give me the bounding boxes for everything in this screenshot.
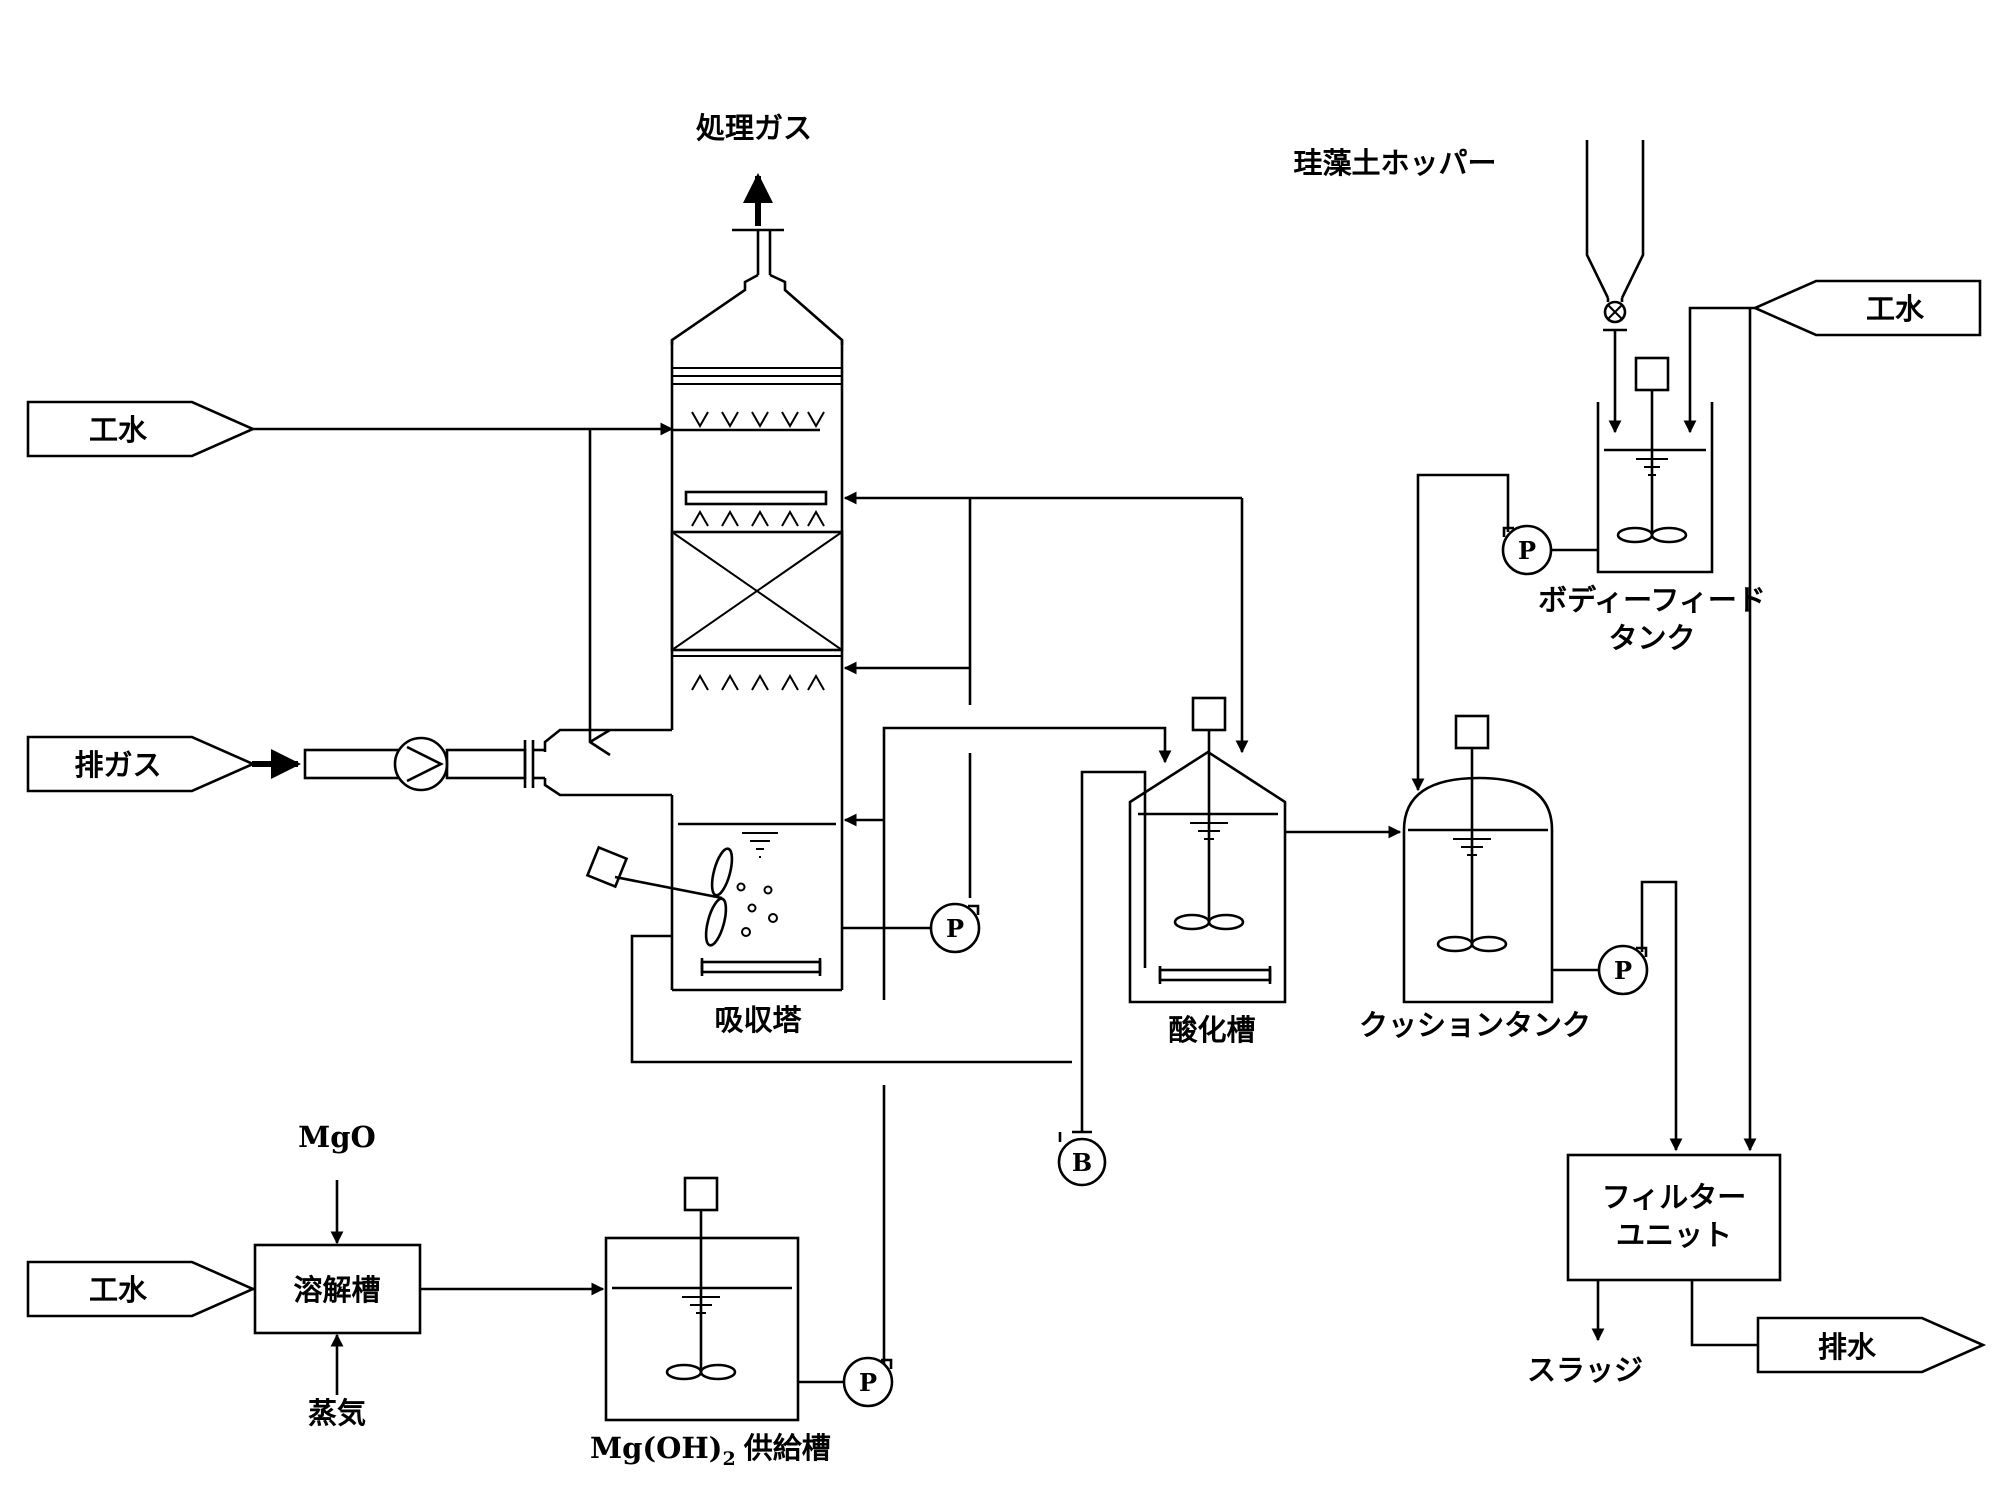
industrial-water-inlet-bottom-left: 工水 [26, 1260, 257, 1318]
diatomite-hopper-label: 珪藻土ホッパー [1293, 146, 1496, 180]
body-feed-tank [1596, 356, 1714, 574]
filter-unit-label: フィルター [1602, 1180, 1746, 1214]
diatomite-hopper [1585, 140, 1645, 332]
pump: P [929, 902, 981, 954]
pump-label: P [946, 914, 964, 943]
body-feed-tank-label: タンク [1608, 621, 1695, 655]
oxidation-tank-label: 酸化槽 [1168, 1013, 1255, 1047]
mgoh2-supply-tank [604, 1176, 800, 1422]
exhaust-gas-inlet-duct [303, 736, 545, 792]
blower-label: B [1072, 1148, 1092, 1177]
industrial-water-inlet-right: 工水 [1751, 279, 1982, 337]
pump-label: P [1518, 536, 1536, 565]
pump: P [842, 1356, 894, 1408]
absorber-tower [543, 228, 844, 992]
industrial-water-label: 工水 [89, 1273, 148, 1307]
filter-unit: フィルター ユニット [1566, 1153, 1782, 1282]
pump-label: P [859, 1368, 877, 1397]
filter-unit-label: ユニット [1616, 1218, 1732, 1252]
pump: P [1597, 944, 1649, 996]
oxidation-tank [1128, 696, 1287, 1004]
dissolution-tank: 溶解槽 [253, 1243, 422, 1335]
absorber-side-agitator [585, 845, 734, 947]
cushion-tank [1402, 714, 1554, 1004]
cushion-tank-label: クッションタンク [1359, 1008, 1591, 1042]
steam-label: 蒸気 [308, 1396, 366, 1430]
mgoh2-supply-tank-name: 供給槽 [743, 1431, 831, 1465]
exhaust-gas-label: 排ガス [74, 748, 161, 782]
wastewater-outlet: 排水 [1756, 1316, 1987, 1374]
industrial-water-label: 工水 [89, 413, 148, 447]
industrial-water-inlet-top-left: 工水 [26, 400, 257, 458]
pump-label: P [1614, 956, 1632, 985]
mgoh2-supply-tank-label: Mg(OH)2 供給槽 [590, 1431, 831, 1470]
mgoh2-subscript: 2 [722, 1448, 735, 1470]
body-feed-tank-label: ボディーフィード [1538, 583, 1766, 617]
treated-gas-label: 処理ガス [696, 111, 812, 145]
sludge-label: スラッジ [1527, 1353, 1643, 1387]
absorber-label: 吸収塔 [714, 1003, 802, 1037]
blower: B [1057, 1137, 1107, 1187]
mgoh2-formula: Mg(OH) [590, 1431, 722, 1465]
pump: P [1501, 524, 1553, 576]
wastewater-label: 排水 [1818, 1330, 1877, 1364]
dissolution-tank-label: 溶解槽 [293, 1273, 380, 1307]
exhaust-gas-inlet: 排ガス [26, 735, 257, 793]
mgo-label: MgO [298, 1120, 376, 1154]
industrial-water-label: 工水 [1866, 292, 1925, 326]
